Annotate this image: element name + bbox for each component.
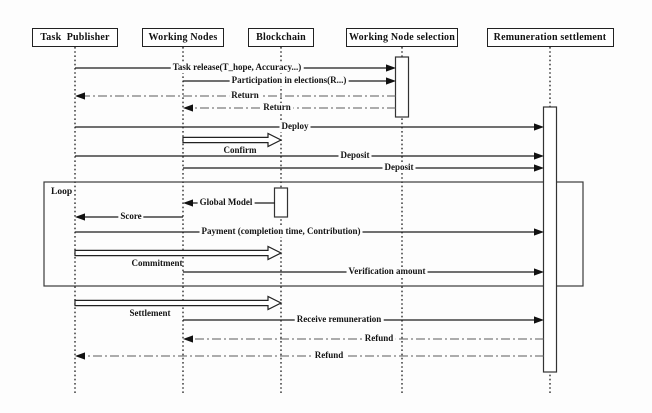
message-arrow-confirm xyxy=(182,132,283,148)
message-label-commitment: Commitment xyxy=(131,258,183,269)
message-label-global-model: Global Model xyxy=(197,197,255,208)
message-label-verification-amount: Verification amount xyxy=(346,266,428,277)
message-label-participation-in-elections-r: Participation in elections(R...) xyxy=(229,75,349,86)
message-label-return: Return xyxy=(261,102,293,113)
message-arrowhead-receive-remuneration xyxy=(534,316,544,324)
message-arrowhead-global-model xyxy=(183,199,193,207)
activation-working-node-selection xyxy=(394,56,410,118)
message-label-refund: Refund xyxy=(312,350,346,361)
participant-label: Task Publisher xyxy=(40,32,110,43)
participant-label: Blockchain xyxy=(256,32,306,43)
message-arrowhead-score xyxy=(75,213,85,221)
message-label-deposit: Deposit xyxy=(338,150,372,161)
message-arrowhead-deposit xyxy=(534,164,544,172)
message-label-task-release-t-hope-accuracy: Task release(T_hope, Accuracy...) xyxy=(170,62,304,73)
message-arrow-settlement xyxy=(74,295,283,311)
participant-remuneration-settlement: Remuneration settlement xyxy=(486,28,614,47)
activation-remuneration-settlement xyxy=(542,106,558,373)
message-label-receive-remuneration: Receive remuneration xyxy=(294,314,384,325)
message-label-payment-completion-time-contribution: Payment (completion time, Contribution) xyxy=(199,226,363,237)
message-arrowhead-payment-completion-time-contribution xyxy=(534,228,544,236)
message-arrow-commitment xyxy=(74,245,283,261)
participant-label: Working Nodes xyxy=(148,32,218,43)
message-arrowhead-deposit xyxy=(534,152,544,160)
loop-label: Loop xyxy=(51,187,73,197)
activation-blockchain xyxy=(273,187,289,218)
message-label-refund: Refund xyxy=(362,333,396,344)
message-arrowhead-task-release-t-hope-accuracy xyxy=(386,64,396,72)
participant-blockchain: Blockchain xyxy=(248,28,314,47)
message-arrowhead-refund xyxy=(183,335,193,343)
message-label-deploy: Deploy xyxy=(279,121,311,132)
message-arrowhead-participation-in-elections-r xyxy=(386,77,396,85)
message-arrowhead-verification-amount xyxy=(534,268,544,276)
participant-working-node-selection: Working Node selection xyxy=(346,28,458,47)
participant-label: Remuneration settlement xyxy=(493,32,607,43)
message-label-deposit: Deposit xyxy=(382,162,416,173)
loop-frame xyxy=(43,181,584,287)
message-label-return: Return xyxy=(229,90,261,101)
message-arrowhead-refund xyxy=(75,352,85,360)
message-label-score: Score xyxy=(118,211,144,222)
participant-label: Working Node selection xyxy=(348,32,456,43)
message-arrowhead-deploy xyxy=(534,123,544,131)
participant-working-nodes: Working Nodes xyxy=(142,28,224,47)
participant-task-publisher: Task Publisher xyxy=(32,28,118,47)
message-arrowhead-return xyxy=(183,104,193,112)
message-label-confirm: Confirm xyxy=(223,145,257,156)
message-label-settlement: Settlement xyxy=(129,308,171,319)
message-arrowhead-return xyxy=(75,92,85,100)
